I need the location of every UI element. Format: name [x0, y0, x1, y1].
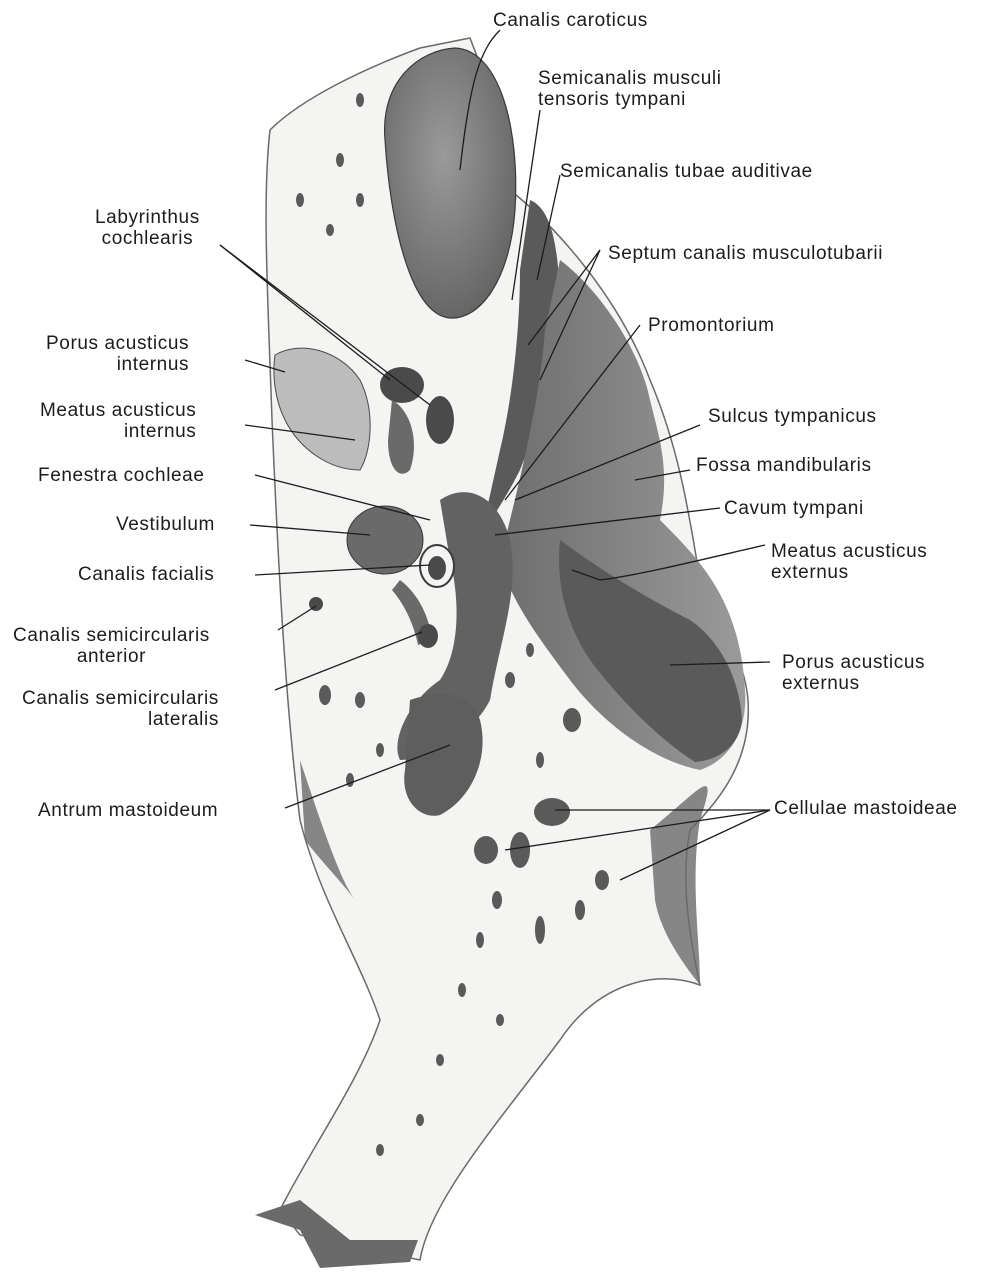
label-promontorium: Promontorium: [648, 315, 775, 336]
label-labyrinthus: Labyrinthus cochlearis: [95, 207, 200, 249]
facial-canal-hole: [428, 556, 446, 580]
label-line: externus: [771, 562, 927, 583]
label-line: internus: [46, 354, 189, 375]
label-cavum: Cavum tympani: [724, 498, 864, 519]
label-porus-externus: Porus acusticus externus: [782, 652, 925, 694]
label-antrum: Antrum mastoideum: [38, 800, 218, 821]
label-canalis-caroticus: Canalis caroticus: [493, 10, 648, 31]
label-semicircularis-anterior: Canalis semicircularis anterior: [13, 625, 210, 667]
cochlea-hole-2: [426, 396, 454, 444]
label-line: lateralis: [22, 709, 219, 730]
label-line: Porus acusticus: [782, 652, 925, 673]
label-cellulae: Cellulae mastoideae: [774, 798, 958, 819]
label-line: tensoris tympani: [538, 89, 722, 110]
label-vestibulum: Vestibulum: [116, 514, 215, 535]
label-sulcus: Sulcus tympanicus: [708, 406, 877, 427]
label-septum: Septum canalis musculotubarii: [608, 243, 883, 264]
label-line: Porus acusticus: [46, 333, 189, 354]
vestibule-shape: [347, 506, 423, 574]
lateral-canal-hole: [418, 624, 438, 648]
label-semicanalis-tubae: Semicanalis tubae auditivae: [560, 161, 813, 182]
label-porus-internus: Porus acusticus internus: [46, 333, 189, 375]
label-line: Meatus acusticus: [40, 400, 196, 421]
label-fenestra: Fenestra cochleae: [38, 465, 205, 486]
label-semicircularis-lateralis: Canalis semicircularis lateralis: [22, 688, 219, 730]
label-line: anterior: [13, 646, 210, 667]
label-line: Semicanalis musculi: [538, 68, 722, 89]
label-line: Labyrinthus: [95, 207, 200, 228]
label-line: Canalis semicircularis: [22, 688, 219, 709]
label-line: Meatus acusticus: [771, 541, 927, 562]
label-line: Canalis semicircularis: [13, 625, 210, 646]
label-fossa: Fossa mandibularis: [696, 455, 872, 476]
label-line: externus: [782, 673, 925, 694]
label-canalis-facialis: Canalis facialis: [78, 564, 214, 585]
label-meatus-externus: Meatus acusticus externus: [771, 541, 927, 583]
label-line: internus: [40, 421, 196, 442]
label-meatus-internus: Meatus acusticus internus: [40, 400, 196, 442]
label-semicanalis-musculi: Semicanalis musculi tensoris tympani: [538, 68, 722, 110]
label-line: cochlearis: [95, 228, 200, 249]
